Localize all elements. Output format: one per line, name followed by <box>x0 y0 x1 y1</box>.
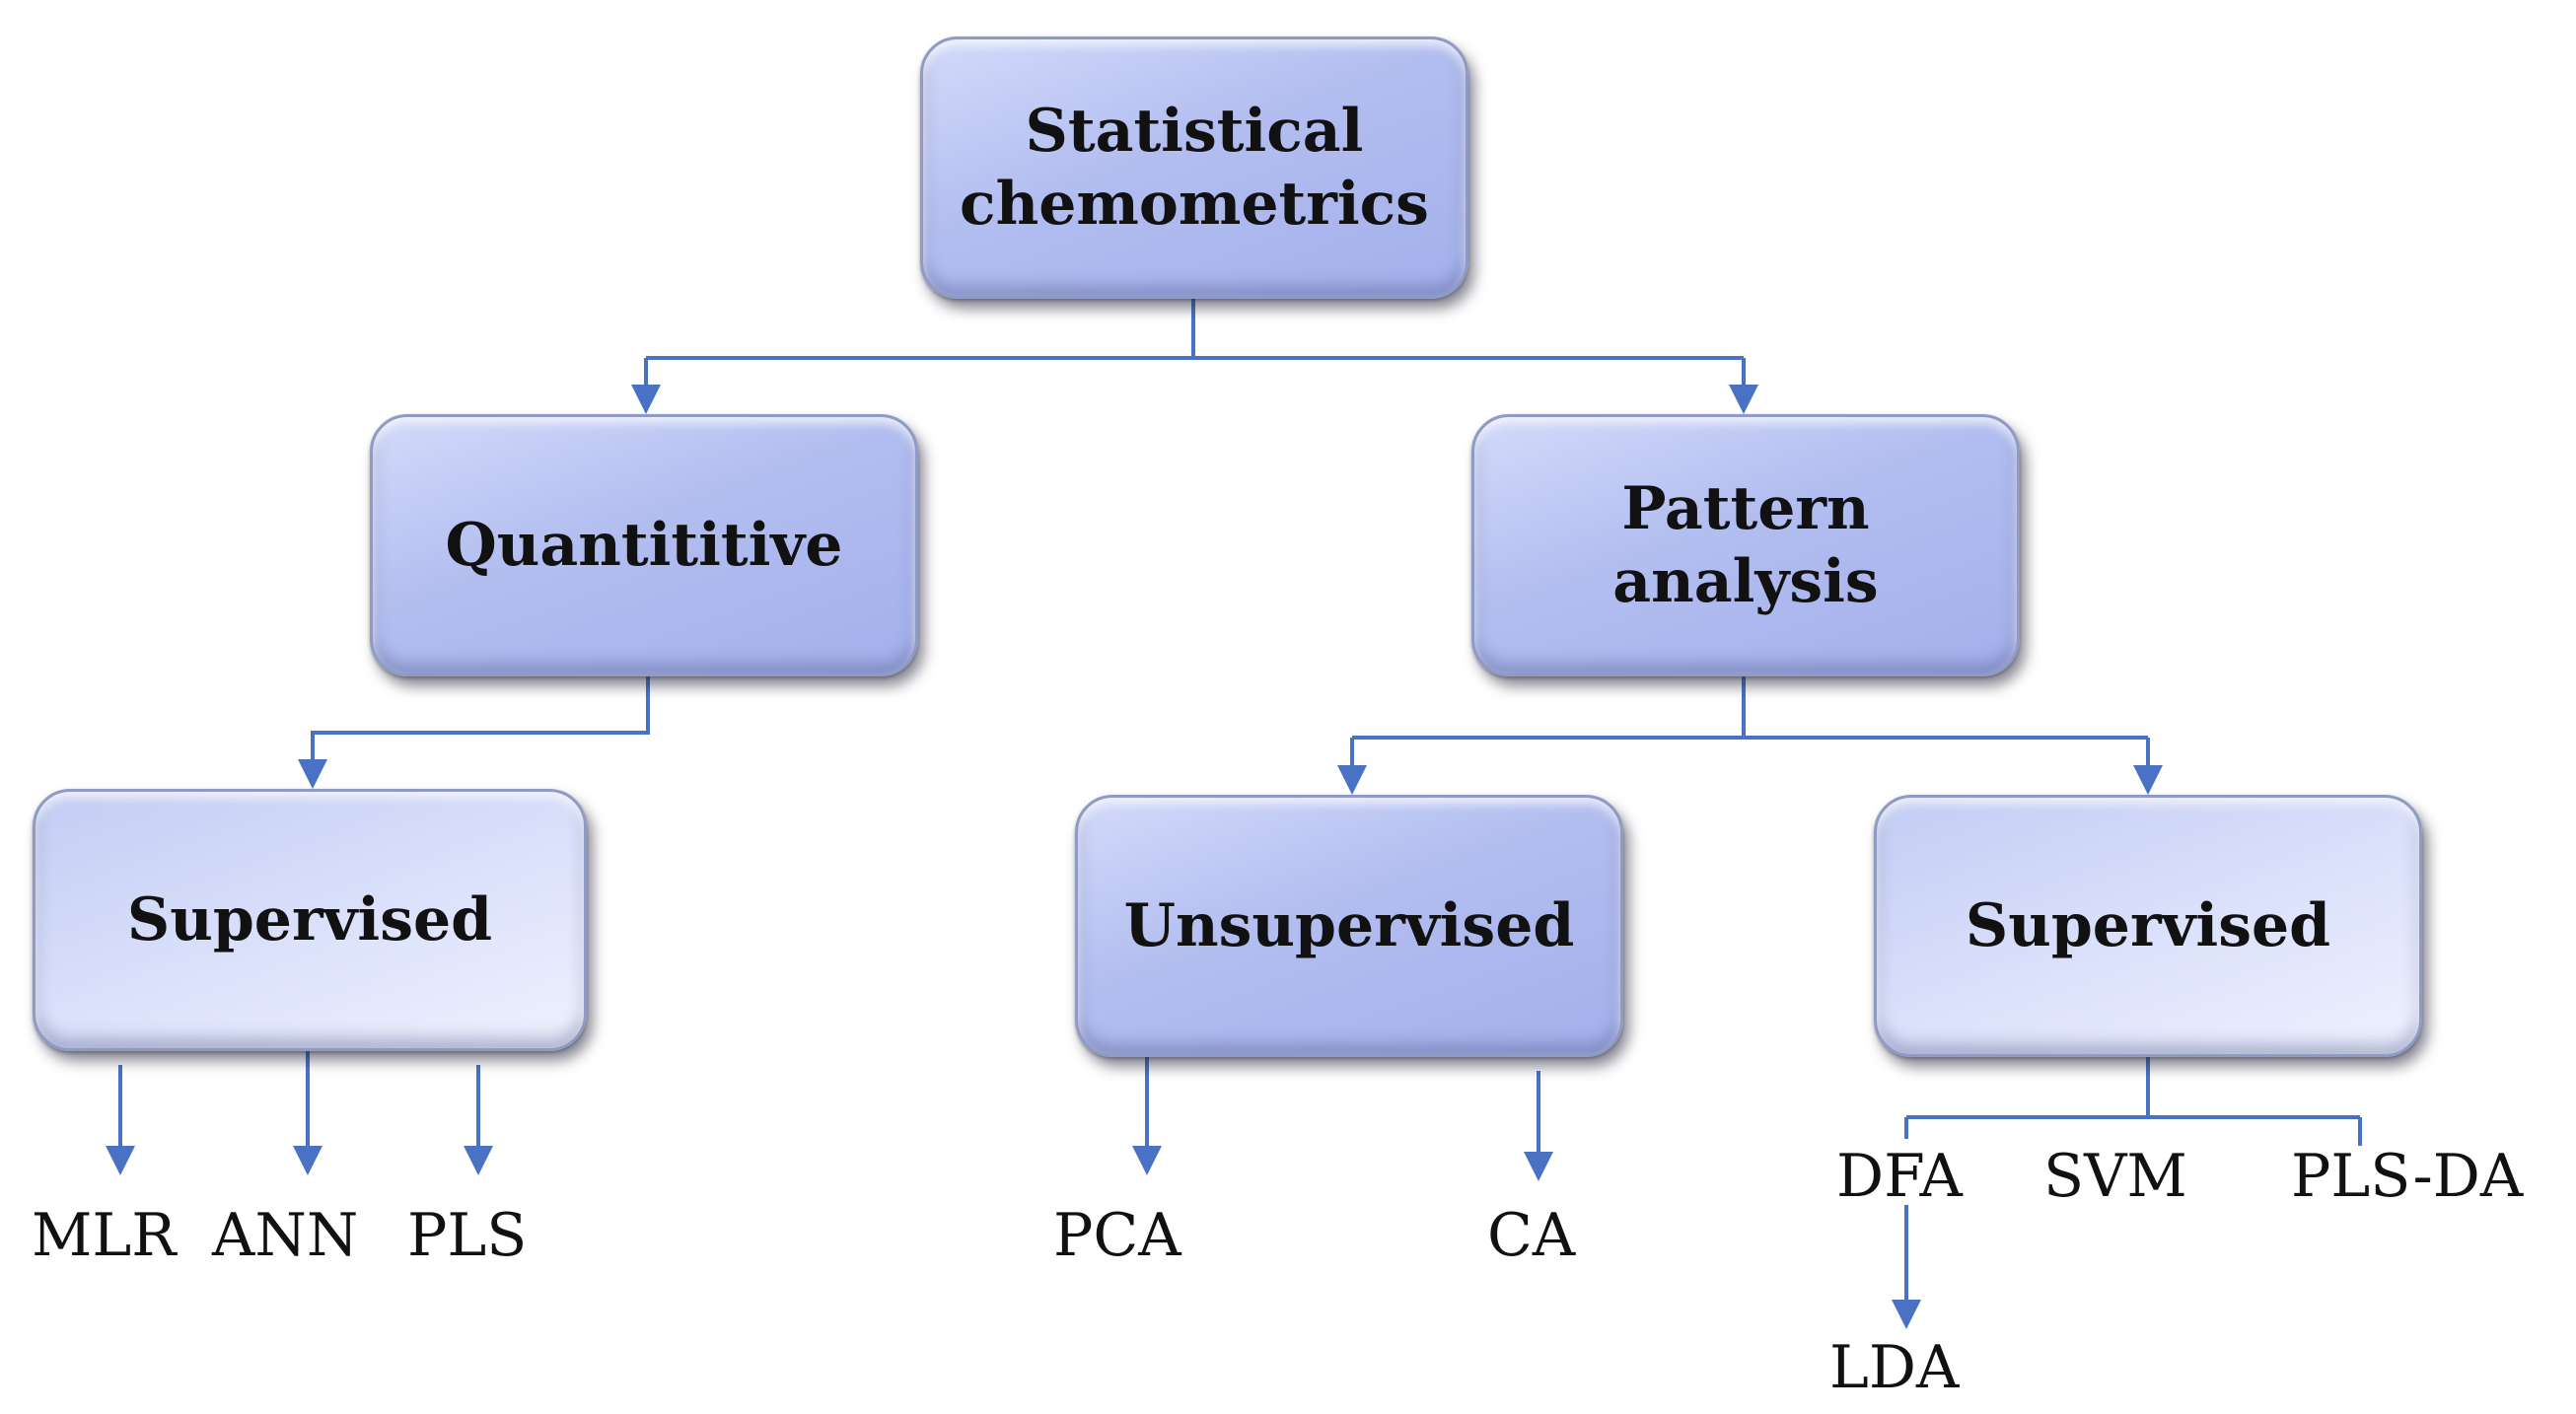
leaf-ann: ANN <box>212 1201 359 1270</box>
node-pattern-analysis-label: Pattern analysis <box>1612 474 1879 616</box>
leaf-lda: LDA <box>1829 1333 1960 1402</box>
node-supervised-quantitative-label: Supervised <box>126 885 493 954</box>
arrowhead-pls <box>464 1146 493 1175</box>
node-statistical-chemometrics: Statistical chemometrics <box>920 36 1468 299</box>
arrowhead-pattern-analysis <box>1729 385 1758 414</box>
arrowhead-unsupervised <box>1337 765 1367 795</box>
leaf-pca: PCA <box>1053 1201 1181 1270</box>
arrowhead-supervised-quantitative <box>298 759 327 789</box>
node-quantitative: Quantititive <box>370 414 918 676</box>
leaf-pls-da: PLS-DA <box>2291 1142 2524 1211</box>
node-unsupervised-label: Unsupervised <box>1123 891 1575 960</box>
leaf-ca: CA <box>1487 1201 1576 1270</box>
node-quantitative-label: Quantititive <box>445 511 843 580</box>
node-unsupervised: Unsupervised <box>1075 795 1623 1057</box>
arrowhead-mlr <box>106 1146 135 1175</box>
node-supervised-quantitative: Supervised <box>33 789 587 1051</box>
conn-quant-down <box>311 676 650 767</box>
arrowhead-ann <box>293 1146 322 1175</box>
arrowhead-lda <box>1892 1300 1921 1329</box>
node-pattern-analysis: Pattern analysis <box>1471 414 2020 676</box>
leaf-pls: PLS <box>407 1201 528 1270</box>
leaf-dfa: DFA <box>1836 1142 1963 1211</box>
leaf-mlr: MLR <box>32 1201 177 1270</box>
arrowhead-quantitative <box>631 385 661 414</box>
arrowhead-supervised-pattern <box>2133 765 2163 795</box>
node-statistical-chemometrics-label: Statistical chemometrics <box>960 97 1429 239</box>
leaf-svm: SVM <box>2043 1142 2187 1211</box>
node-supervised-pattern-label: Supervised <box>1965 891 2331 960</box>
node-supervised-pattern: Supervised <box>1874 795 2422 1057</box>
arrowhead-pca <box>1132 1146 1162 1175</box>
arrowhead-ca <box>1524 1152 1553 1181</box>
